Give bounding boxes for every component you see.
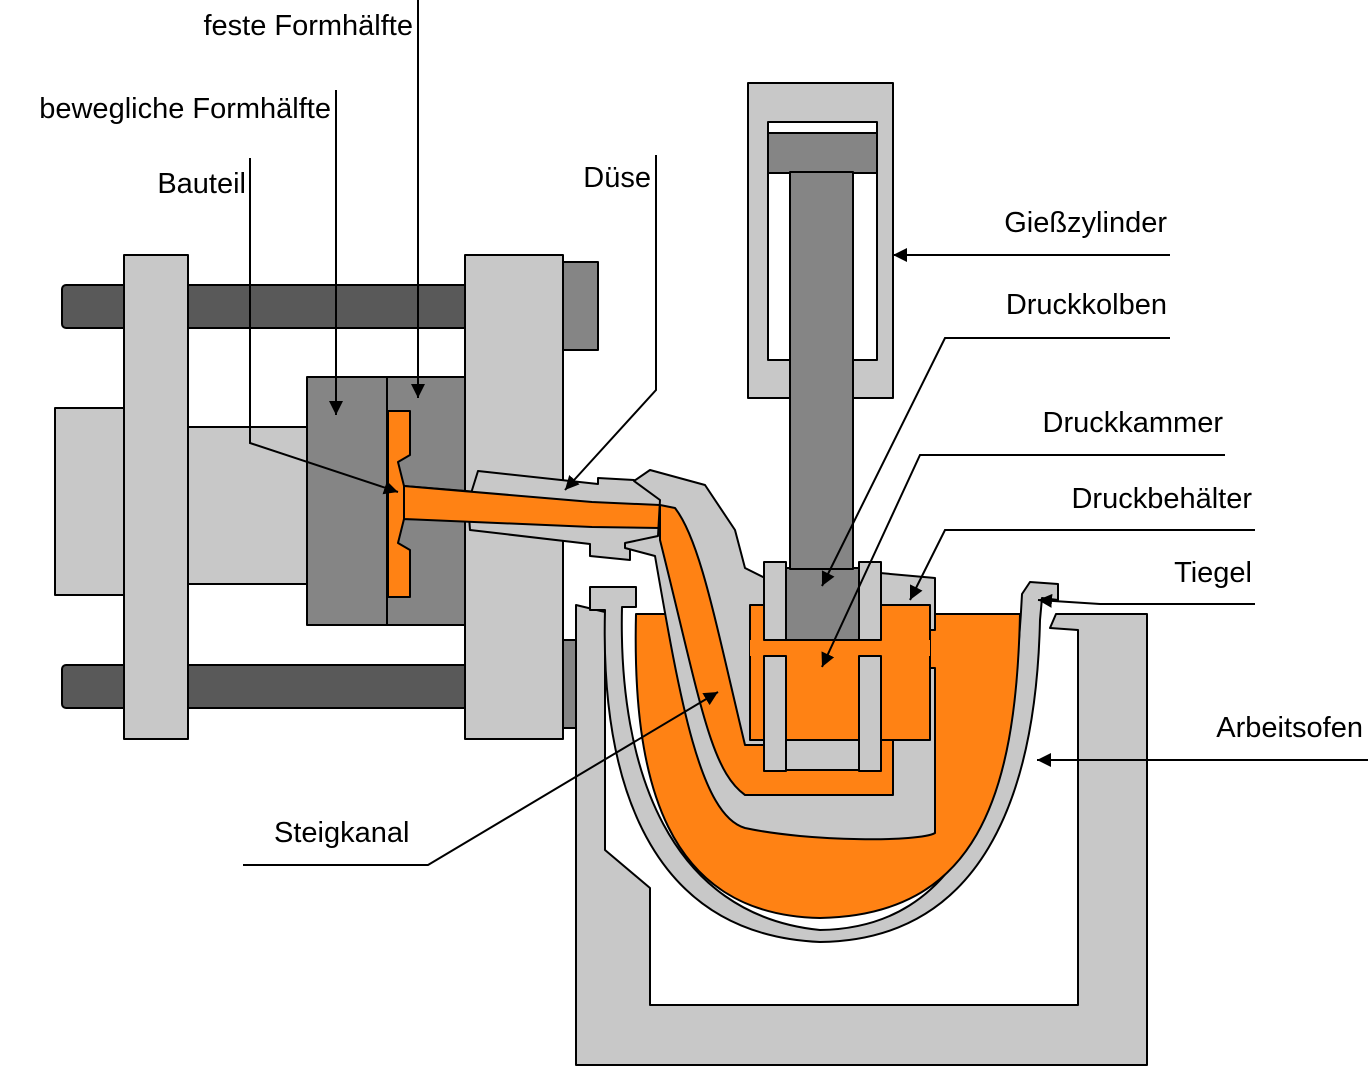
chamber-gap — [750, 640, 930, 656]
labels: feste Formhälfte bewegliche Formhälfte B… — [39, 10, 1363, 849]
tie-bar-nut-bottom — [562, 639, 578, 729]
crucible — [589, 581, 1059, 943]
chamber-wall-left-top — [763, 561, 787, 641]
leader-druckkammer — [821, 454, 1225, 668]
casting-cylinder — [747, 82, 894, 570]
label-giesszylinder: Gießzylinder — [1004, 207, 1167, 239]
chamber-wall-left-bottom — [763, 655, 787, 772]
moving-die-half — [306, 376, 390, 626]
ejector-housing — [54, 407, 126, 596]
leader-duese — [564, 155, 657, 491]
leader-lines — [243, 0, 1368, 866]
piston-rod — [789, 171, 854, 570]
label-druckbehaelter: Druckbehälter — [1071, 483, 1252, 515]
leader-bauteil — [249, 158, 399, 495]
leader-druckbehaelter — [909, 529, 1255, 601]
chamber-wall-right-top — [858, 561, 882, 641]
chamber-wall-right-bottom — [858, 655, 882, 772]
leader-steigkanal — [243, 691, 719, 866]
leader-druckkolben — [821, 337, 1170, 587]
plunger — [785, 567, 860, 641]
label-feste-formhaelfte: feste Formhälfte — [203, 10, 413, 42]
moving-platen — [123, 254, 189, 740]
tie-bar-nut-top — [562, 261, 599, 351]
label-druckkolben: Druckkolben — [1006, 289, 1167, 321]
label-steigkanal: Steigkanal — [274, 817, 409, 849]
label-bauteil: Bauteil — [157, 168, 246, 200]
label-druckkammer: Druckkammer — [1043, 407, 1224, 439]
label-duese: Düse — [583, 162, 651, 194]
label-bewegliche-formhaelfte: bewegliche Formhälfte — [39, 93, 331, 125]
leader-tiegel — [1037, 593, 1255, 608]
holding-furnace — [575, 604, 1148, 1066]
platen-hub — [187, 426, 309, 585]
piston-head — [767, 132, 878, 174]
label-tiegel: Tiegel — [1174, 557, 1252, 589]
label-arbeitsofen: Arbeitsofen — [1216, 712, 1363, 744]
